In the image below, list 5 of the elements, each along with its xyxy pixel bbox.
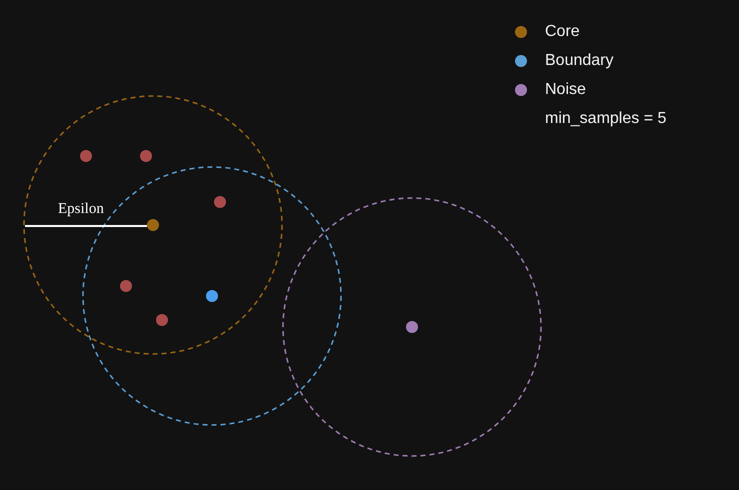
radius-label: Epsilon: [58, 200, 104, 218]
parameter-note: min_samples = 5: [545, 109, 666, 129]
legend-label: Noise: [545, 80, 586, 100]
legend-label: Boundary: [545, 51, 614, 71]
legend-label: Core: [545, 22, 580, 42]
